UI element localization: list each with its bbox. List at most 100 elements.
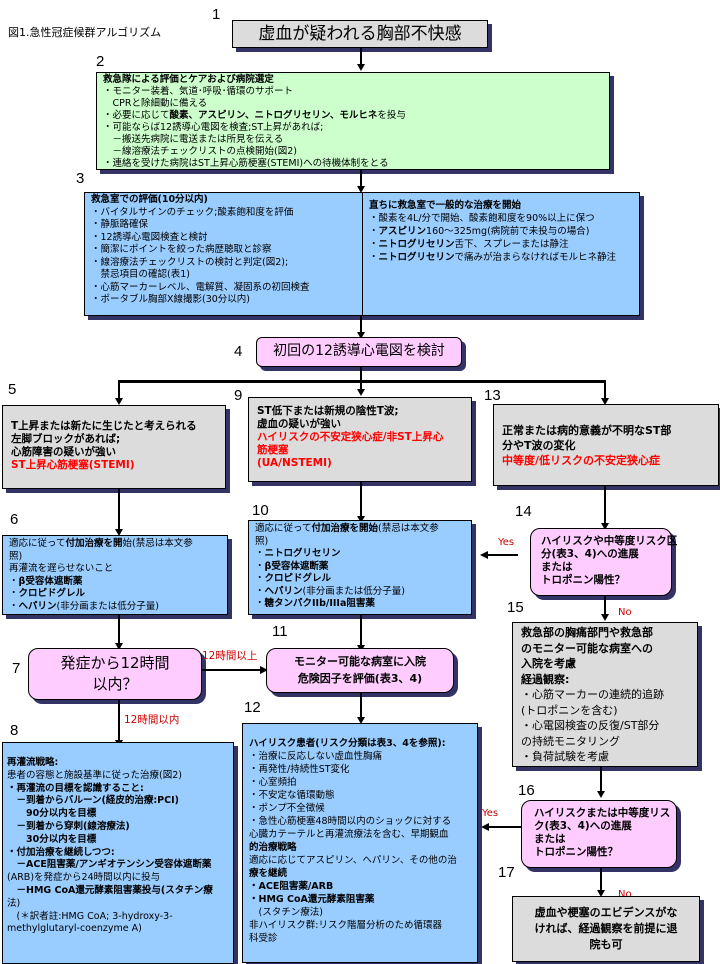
node-2-title: 救急隊による評価とケアおよび病院選定: [103, 74, 274, 85]
node-5-stemi: T上昇または新たに生じたと考えられる 左脚ブロックがあれば; 心筋障害の疑いが強…: [2, 405, 226, 489]
node-9-line: ST低下または新規の陰性T波;: [257, 405, 399, 417]
node-10-adjunctive-therapy: 適応に従って付加治療を開始(禁忌は本文参 照) ・ニトログリセリン ・β受容体遮…: [248, 520, 472, 615]
node-9-diagnosis: 筋梗塞: [257, 444, 289, 456]
arrow-down-icon: [597, 791, 605, 798]
node-15-line: のモニター可能な病室への: [521, 641, 653, 655]
node-5-line: 心筋障害の疑いが強い: [11, 446, 116, 458]
node-8-line: 患者の容態と施設基準に従った治療(図2): [7, 769, 182, 781]
step-number-17: 17: [498, 864, 515, 881]
node-8-line: 法): [7, 897, 21, 909]
node-12-line: ・急性心筋梗塞48時間以内のショックに対する: [249, 816, 452, 827]
node-11-line: モニター可能な病室に入院: [294, 655, 426, 668]
node-8-line: －到着からバルーン(経皮的治療:PCI): [7, 795, 179, 807]
node-12-line: 非ハイリスク群:リスク階層分析のため循環器: [249, 920, 443, 931]
node-12-line: 療を継続: [249, 868, 288, 879]
connector: [604, 596, 606, 616]
node-14-line: ハイリスクや中等度リスク区: [541, 535, 678, 547]
connector: [360, 316, 362, 334]
node-14-line: トロポニン陽性？: [541, 574, 625, 586]
node-2-line: －搬送先病院に電送または所見を伝える: [103, 134, 284, 145]
node-9-diagnosis: ハイリスクの不安定狭心症/非ST上昇心: [257, 431, 444, 443]
arrow-left-icon: [481, 823, 489, 831]
node-15-line: 救急部の胸痛部門や救急部: [521, 626, 653, 639]
arrow-down-icon: [357, 516, 365, 523]
node-12-line: ・HMG CoA還元酵素阻害薬: [249, 894, 375, 905]
node-12-line: ・心室頻拍: [249, 777, 297, 788]
edge-label-within-12h: 12時間以内: [124, 714, 180, 726]
figure-title: 図1.急性冠症候群アルゴリズム: [8, 26, 162, 39]
step-number-14: 14: [515, 503, 532, 520]
node-12-high-risk: ハイリスク患者(リスク分類は表3、4を参照): ・治療に反応しない虚血性胸痛 ・…: [242, 723, 478, 963]
node-8-line: 再灌流戦略:: [7, 757, 59, 768]
node-1-chest-discomfort: 虚血が疑われる胸部不快感: [232, 20, 488, 48]
node-3-line: ・心筋マーカーレベル、電解質、凝固系の初回検査: [91, 281, 310, 293]
edge-label-over-12h: 12時間以上: [202, 650, 258, 662]
node-14-line: 分(表3、4)への進展: [541, 548, 639, 560]
connector: [360, 48, 362, 66]
node-10-line: 適応に従って付加治療を開始(禁忌は本文参: [255, 523, 439, 534]
node-4-initial-ecg: 初回の12誘導心電図を検討: [256, 337, 462, 367]
node-3-line: ・簡潔にポイントを絞った病歴聴取と診察: [91, 244, 272, 255]
node-17-line: 院も可: [589, 938, 623, 951]
arrow-down-icon: [357, 332, 365, 339]
node-8-line: －ACE阻害薬/アンギオテンシン受容体遮断薬: [7, 859, 212, 871]
node-3-immediate-treatment: 直ちに救急室で一般的な治療を開始 ・酸素を4L/分で開始、酸素飽和度を90%以上…: [362, 192, 640, 316]
arrow-left-icon: [480, 551, 488, 559]
step-number-8: 8: [10, 722, 19, 739]
node-9-line: 虚血の疑いが強い: [257, 418, 341, 430]
node-16-line: ハイリスクまたは中等度リス: [534, 807, 671, 819]
connector: [360, 367, 362, 381]
node-17-discharge: 虚血や梗塞のエビデンスがな ければ、経過観察を前提に退 院も可: [512, 896, 700, 962]
node-5-line: T上昇または新たに生じたと考えられる: [11, 420, 197, 432]
node-2-ems-assessment: 救急隊による評価とケアおよび病院選定 ・モニター装着、気道･呼吸･循環のサポート…: [96, 72, 610, 170]
connector: [488, 826, 522, 828]
node-14-line: または: [541, 561, 573, 573]
node-3-right-line: ・ニトログリセリンで痛みが治まらなければモルヒネ静注: [369, 252, 617, 263]
node-6-line: 適応に従って付加治療を開始(禁忌は本文参: [9, 538, 193, 549]
connector: [604, 380, 606, 400]
step-number-7: 7: [12, 660, 21, 677]
node-13-diagnosis: 中等度/低リスクの不安定狭心症: [502, 454, 661, 467]
node-11-admit-monitor: モニター可能な病室に入院 危険因子を評価(表3、4): [266, 648, 454, 693]
node-16-line: トロポニン陽性？: [534, 846, 618, 858]
node-1-text: 虚血が疑われる胸部不快感: [258, 24, 462, 44]
arrow-down-icon: [357, 389, 365, 396]
node-12-line: 科受診: [249, 933, 278, 944]
node-8-line: methylglutaryl-coenzyme A): [7, 923, 142, 935]
branch-bar: [118, 380, 606, 383]
connector: [118, 615, 120, 645]
node-8-line: －HMG CoA還元酵素阻害薬投与(スタチン療: [7, 884, 213, 896]
node-9-ua-nstemi: ST低下または新規の陰性T波; 虚血の疑いが強い ハイリスクの不安定狭心症/非S…: [248, 397, 472, 482]
node-8-reperfusion-strategy: 再灌流戦略: 患者の容態と施設基準に従った治療(図2) ・再灌流の目標を認識する…: [2, 742, 234, 964]
connector: [360, 615, 362, 647]
node-12-line: ・不安定な循環動態: [249, 790, 335, 801]
node-3-right-line: ・アスピリン160～325mg(病院前で未投与の場合): [369, 226, 590, 237]
node-10-line: ・糖タンパクIIb/IIIa阻害薬: [255, 598, 375, 609]
step-number-13: 13: [484, 387, 501, 404]
node-15-line: (トロポニンを含む): [521, 703, 618, 717]
step-number-6: 6: [10, 511, 19, 528]
node-3-right-line: ・酸素を4L/分で開始、酸素飽和度を90%以上に保つ: [369, 213, 595, 224]
arrow-down-icon: [601, 614, 609, 621]
node-16-risk-progression: ハイリスクまたは中等度リス ク(表3、4)への進展 または トロポニン陽性？: [521, 800, 677, 868]
node-7-line: 以内？: [92, 675, 138, 693]
node-12-line: ・ACE阻害薬/ARB: [249, 881, 334, 892]
connector: [600, 868, 602, 892]
arrow-right-icon: [260, 666, 268, 674]
node-13-line: 正常または病的意義が不明なST部: [502, 424, 672, 437]
arrow-down-icon: [357, 64, 365, 71]
arrow-down-icon: [601, 398, 609, 405]
node-8-line: －到着から穿刺(線溶療法): [7, 820, 130, 832]
node-12-line: ・治療に反応しない虚血性胸痛: [249, 751, 383, 762]
node-2-line: ・可能ならば12誘導心電図を検査;ST上昇があれば;: [103, 122, 324, 133]
node-12-line: ・再発性/持続性ST変化: [249, 764, 350, 775]
connector: [360, 482, 362, 518]
node-15-line: の持続モニタリング: [521, 734, 620, 748]
arrow-down-icon: [357, 186, 365, 193]
step-number-2: 2: [96, 53, 105, 70]
step-number-5: 5: [8, 381, 17, 398]
step-number-12: 12: [244, 699, 261, 716]
node-3-right-line: ・ニトログリセリン舌下、スプレーまたは静注: [369, 239, 569, 250]
node-10-line: ・β受容体遮断薬: [255, 560, 329, 572]
connector: [360, 380, 362, 390]
